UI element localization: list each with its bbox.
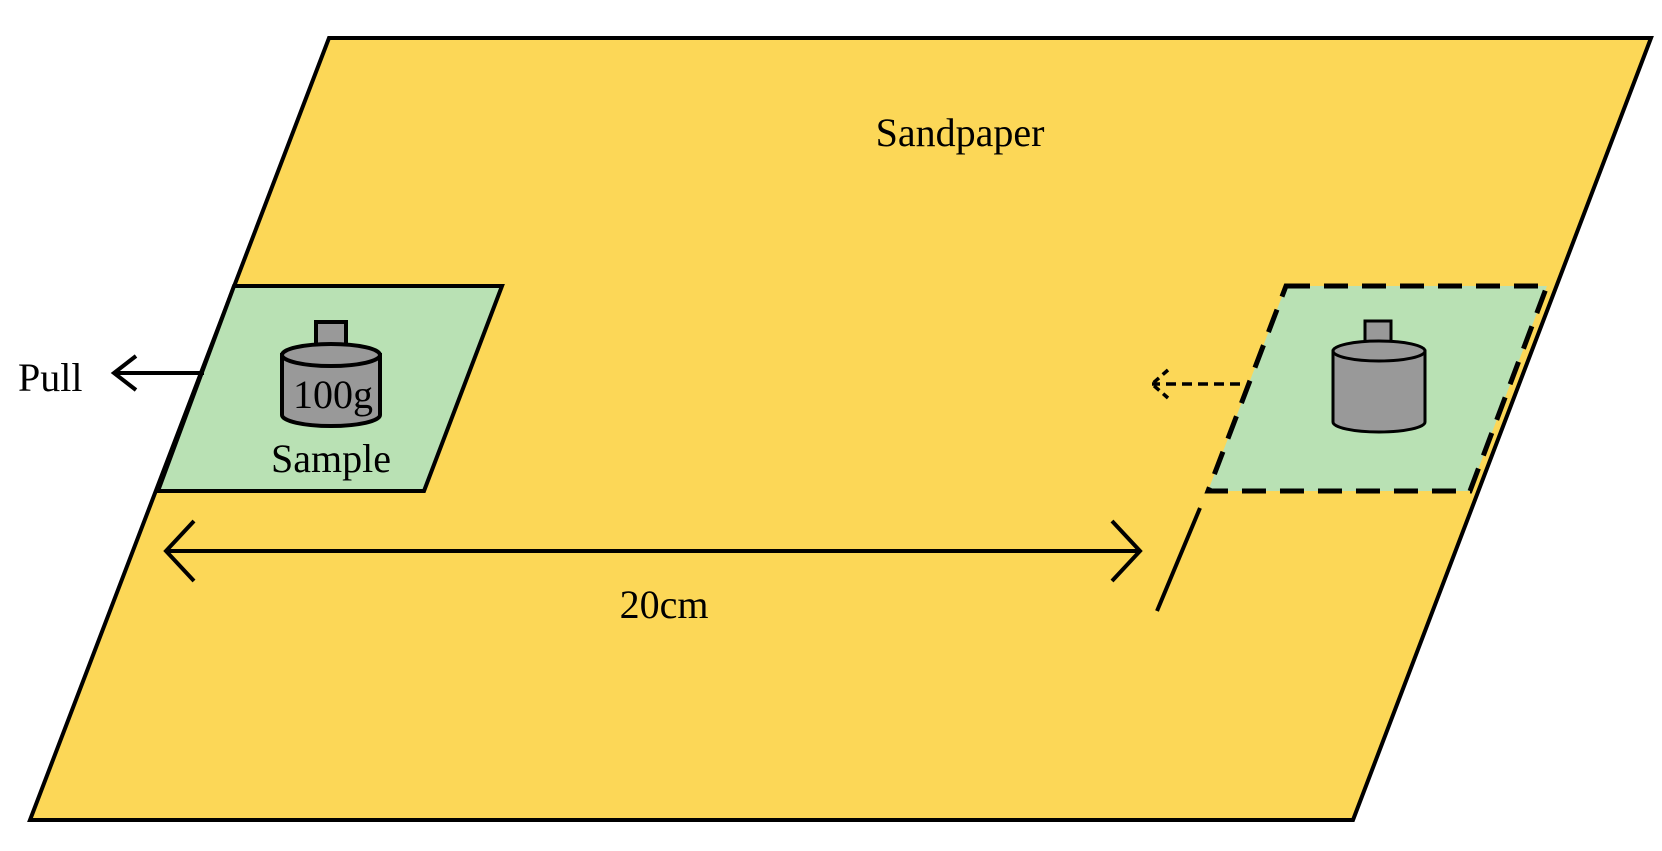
weight-icon bbox=[280, 320, 382, 428]
weight-label: 100g bbox=[293, 372, 373, 417]
double-headed-arrow-icon bbox=[163, 519, 1143, 583]
weight-icon bbox=[1331, 319, 1427, 434]
distance-label: 20cm bbox=[620, 582, 709, 627]
sandpaper-label: Sandpaper bbox=[876, 110, 1045, 155]
pull-label: Pull bbox=[18, 355, 82, 400]
end-marker-line bbox=[1155, 507, 1202, 612]
arrow-left-icon bbox=[110, 354, 204, 392]
dashed-arrow-left-icon bbox=[1149, 368, 1240, 400]
sandpaper-sheet bbox=[27, 36, 1654, 822]
sample-label: Sample bbox=[271, 436, 391, 481]
